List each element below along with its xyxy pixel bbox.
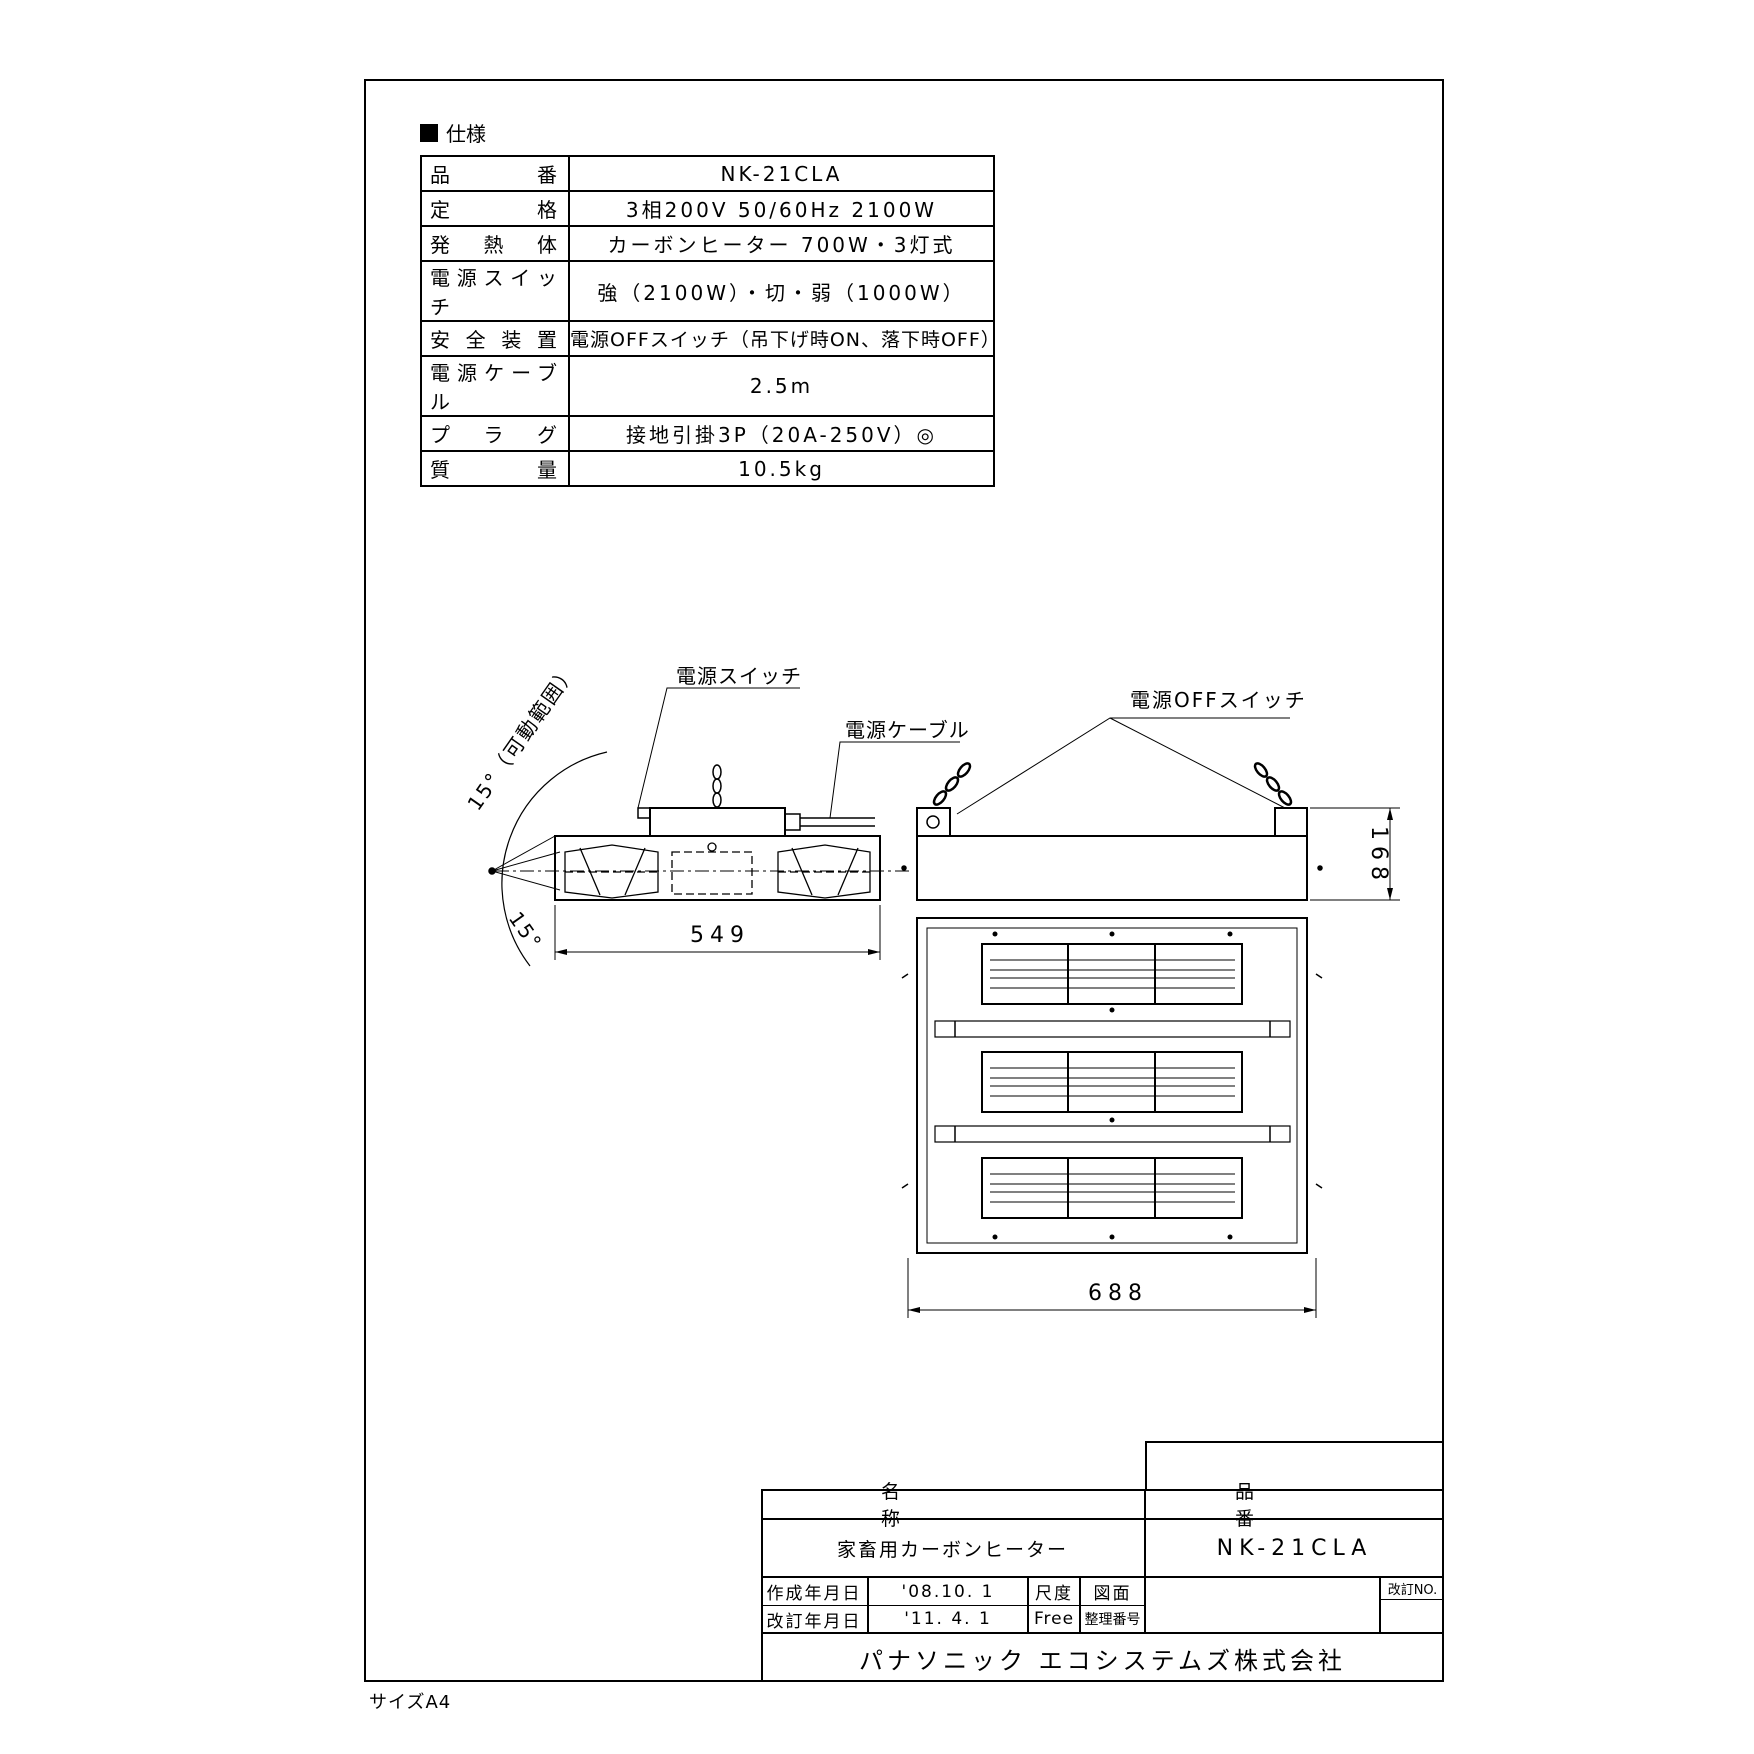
spec-row: プラグ接地引掛3P（20A-250V）◎ (420, 415, 995, 452)
leader-power-switch (637, 687, 800, 809)
label-dim-688: 688 (1088, 1281, 1148, 1306)
lamp-center (671, 842, 753, 895)
spec-value: 電源OFFスイッチ（吊下げ時ON、落下時OFF） (568, 320, 1000, 357)
created-date: '08.10. 1 (869, 1578, 1029, 1606)
spec-label: 電源スイッチ (420, 260, 570, 322)
square-bullet-icon (420, 123, 438, 142)
spec-row: 電源スイッチ強（2100W）・切・弱（1000W） (420, 260, 995, 322)
revision-no-box (1381, 1606, 1444, 1634)
bottom-view (901, 917, 1323, 1318)
revised-date: '11. 4. 1 (869, 1606, 1029, 1634)
spec-label: 品番 (420, 155, 570, 192)
spec-heading: 仕様 (420, 118, 486, 147)
lamp-module-1 (981, 943, 1243, 1005)
reference-number-label: 整理番号 (1081, 1606, 1146, 1634)
spec-label: 質量 (420, 450, 570, 487)
title-block-top-box (1145, 1441, 1444, 1491)
leader-power-cable (829, 741, 960, 819)
chain-icon (712, 764, 722, 808)
chain-left-icon (932, 762, 972, 806)
scale-value: Free (1029, 1606, 1081, 1634)
spec-value: カーボンヒーター 700W・3灯式 (568, 225, 995, 262)
label-power-switch: 電源スイッチ (676, 664, 802, 688)
front-view-body (916, 835, 1308, 901)
bottom-view-frame (916, 917, 1308, 1254)
spec-row: 発熱体カーボンヒーター 700W・3灯式 (420, 225, 995, 262)
spec-heading-text: 仕様 (446, 122, 486, 146)
spec-label: 発熱体 (420, 225, 570, 262)
revised-label: 改訂年月日 (761, 1606, 869, 1634)
label-power-cable: 電源ケーブル (845, 718, 970, 742)
part-header: 品番 (1145, 1481, 1444, 1530)
drawing-label: 図面 (1081, 1578, 1146, 1606)
name-header: 名称 (761, 1481, 1146, 1530)
label-angle-top: 15°（可動範囲） (462, 659, 581, 815)
part-number: NK-21CLA (1145, 1520, 1444, 1578)
leader-off-switch (956, 717, 1290, 815)
title-block (761, 1489, 1444, 1682)
power-cable (785, 813, 875, 831)
paper-size-note: サイズA4 (369, 1692, 452, 1713)
switch-box (649, 807, 786, 837)
lamp-module-3 (981, 1157, 1243, 1219)
spec-label: 定格 (420, 190, 570, 227)
company-name: パナソニック エコシステムズ株式会社 (859, 1646, 1346, 1675)
spec-value: 強（2100W）・切・弱（1000W） (568, 260, 995, 322)
part-header-text: 品番 (1235, 1480, 1345, 1530)
label-off-switch: 電源OFFスイッチ (1130, 688, 1307, 712)
label-dim-549: 549 (690, 923, 750, 948)
label-dim-168: 168 (1366, 826, 1391, 886)
spec-label: プラグ (420, 415, 570, 452)
spec-label: 電源ケーブル (420, 355, 570, 417)
revision-no-label: 改訂NO. (1381, 1578, 1444, 1600)
name-header-text: 名称 (881, 1480, 1021, 1530)
product-name: 家畜用カーボンヒーター (761, 1520, 1146, 1578)
switch-knob (637, 807, 651, 819)
created-label: 作成年月日 (761, 1578, 869, 1606)
angle-arc (501, 751, 608, 967)
spec-row: 安全装置電源OFFスイッチ（吊下げ時ON、落下時OFF） (420, 320, 1000, 357)
lamp-module-2 (981, 1051, 1243, 1113)
drawing-number-box (1146, 1578, 1381, 1634)
spec-value: 10.5kg (568, 450, 995, 487)
spec-label: 安全装置 (420, 320, 570, 357)
chain-right-icon (1253, 762, 1293, 806)
spec-value: 2.5m (568, 355, 995, 417)
spec-value: 3相200V 50/60Hz 2100W (568, 190, 995, 227)
front-view (901, 717, 1400, 901)
spec-value: 接地引掛3P（20A-250V）◎ (568, 415, 995, 452)
side-view (488, 687, 960, 967)
scale-label: 尺度 (1029, 1578, 1081, 1606)
spec-value: NK-21CLA (568, 155, 995, 192)
